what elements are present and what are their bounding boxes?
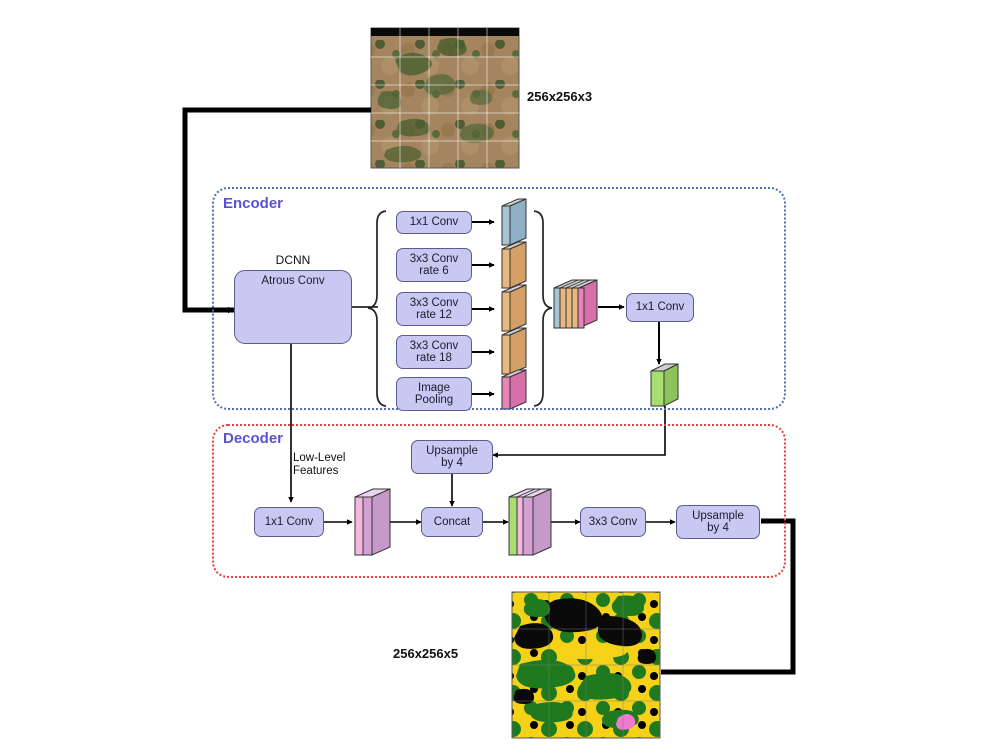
decoder-1x1-conv[interactable]: 1x1 Conv	[254, 507, 324, 537]
aspp-branch-3x3-rate12[interactable]: 3x3 Conv rate 12	[396, 292, 472, 326]
low-level-features-label: Low-Level Features	[293, 452, 346, 477]
encoder-projection-1x1-conv[interactable]: 1x1 Conv	[626, 293, 694, 322]
atrous-conv-label: Atrous Conv	[261, 275, 325, 287]
aspp-brace-right	[533, 210, 553, 407]
aspp-slab-3	[501, 284, 527, 332]
decoder-3x3-conv[interactable]: 3x3 Conv	[580, 507, 646, 537]
encoder-output-to-upsample-wire	[492, 406, 666, 458]
decoder-to-output-wire	[661, 518, 796, 675]
aspp-slab-1	[501, 198, 527, 246]
decoder-upsample-by-4-top[interactable]: Upsample by 4	[411, 440, 493, 474]
aspp-branch-image-pooling[interactable]: Image Pooling	[396, 377, 472, 411]
aspp-branch-3x3-rate18[interactable]: 3x3 Conv rate 18	[396, 335, 472, 369]
aspp-brace-left	[367, 210, 387, 407]
encoder-output-slab	[650, 363, 679, 407]
decoder-concat[interactable]: Concat	[421, 507, 483, 537]
aspp-slab-4	[501, 327, 527, 375]
decoder-lowlevel-slab	[354, 488, 391, 556]
decoder-arrows	[324, 474, 676, 525]
decoder-group-box	[212, 424, 786, 578]
aspp-slab-2	[501, 241, 527, 289]
decoder-group-label: Decoder	[223, 430, 284, 447]
input-image	[370, 27, 520, 169]
input-size-label: 256x256x3	[527, 89, 593, 104]
aspp-branch-1x1-conv[interactable]: 1x1 Conv	[396, 211, 472, 234]
aspp-branch-arrows	[472, 219, 495, 397]
output-size-label: 256x256x5	[393, 646, 459, 661]
aspp-slab-5	[501, 369, 527, 410]
encoder-group-label: Encoder	[223, 195, 284, 212]
encoder-group-box	[212, 187, 786, 410]
decoder-upsample-by-4-output[interactable]: Upsample by 4	[676, 505, 760, 539]
decoder-concat-slab	[508, 488, 552, 556]
dcnn-label: DCNN	[275, 253, 311, 267]
atrous-conv-block[interactable]: Atrous Conv	[234, 270, 352, 344]
aspp-branch-3x3-rate6[interactable]: 3x3 Conv rate 6	[396, 248, 472, 282]
output-segmentation-image	[511, 591, 661, 739]
input-to-encoder-wire	[182, 107, 371, 314]
aspp-concat-stack	[553, 279, 598, 329]
